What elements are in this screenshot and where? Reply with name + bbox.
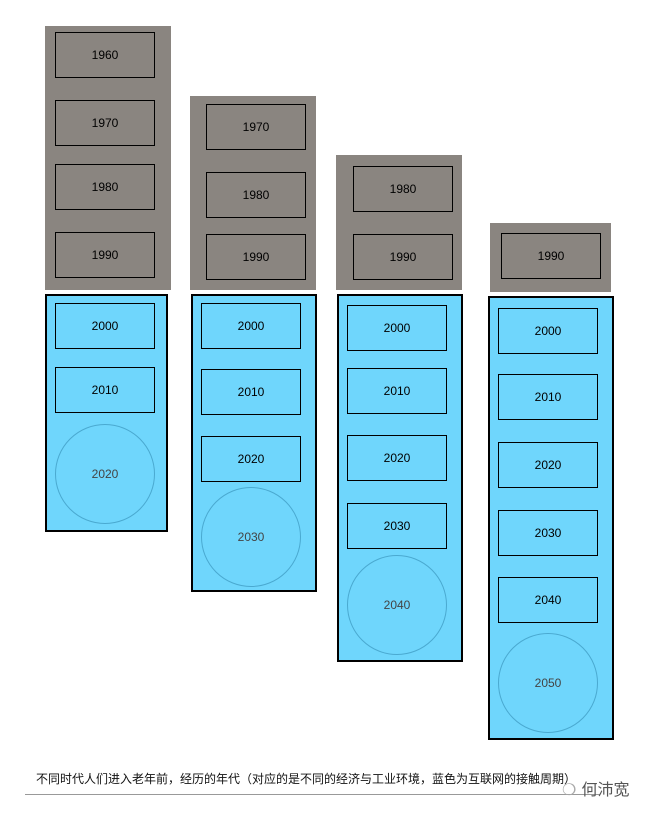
current-decade-circle: 2020 [55,424,155,524]
decade-box: 1960 [55,32,155,78]
decade-box: 2000 [498,308,598,354]
decade-box: 1990 [55,232,155,278]
decade-box: 2010 [201,369,301,415]
pre-internet-block-4 [490,223,611,292]
decade-box: 2020 [201,436,301,482]
caption: 不同时代人们进入老年前，经历的年代（对应的是不同的经济与工业环境，蓝色为互联网的… [36,772,577,786]
decade-box: 2030 [347,503,447,549]
pre-internet-block-3 [336,155,462,290]
wechat-icon: ❍ [562,780,582,799]
current-decade-circle: 2040 [347,555,447,655]
decade-box: 2020 [347,435,447,481]
decade-box: 2010 [347,368,447,414]
pre-internet-block-1 [45,26,171,290]
decade-box: 2000 [55,303,155,349]
decade-box: 2000 [201,303,301,349]
current-decade-circle: 2050 [498,633,598,733]
decade-box: 2010 [55,367,155,413]
decade-box: 1980 [55,164,155,210]
decade-box: 2010 [498,374,598,420]
decade-box: 1990 [206,234,306,280]
decade-box: 1970 [206,104,306,150]
decade-box: 2020 [498,442,598,488]
decade-box: 1990 [353,234,453,280]
decade-box: 2030 [498,510,598,556]
decade-box: 1980 [206,172,306,218]
decade-box: 1980 [353,166,453,212]
divider [25,794,600,795]
decade-box: 2040 [498,577,598,623]
decade-box: 1970 [55,100,155,146]
watermark: ❍ 何沛宽 [562,776,629,800]
watermark-text: 何沛宽 [581,780,630,799]
current-decade-circle: 2030 [201,487,301,587]
decade-box: 2000 [347,305,447,351]
pre-internet-block-2 [190,96,316,290]
decade-box: 1990 [501,233,601,279]
